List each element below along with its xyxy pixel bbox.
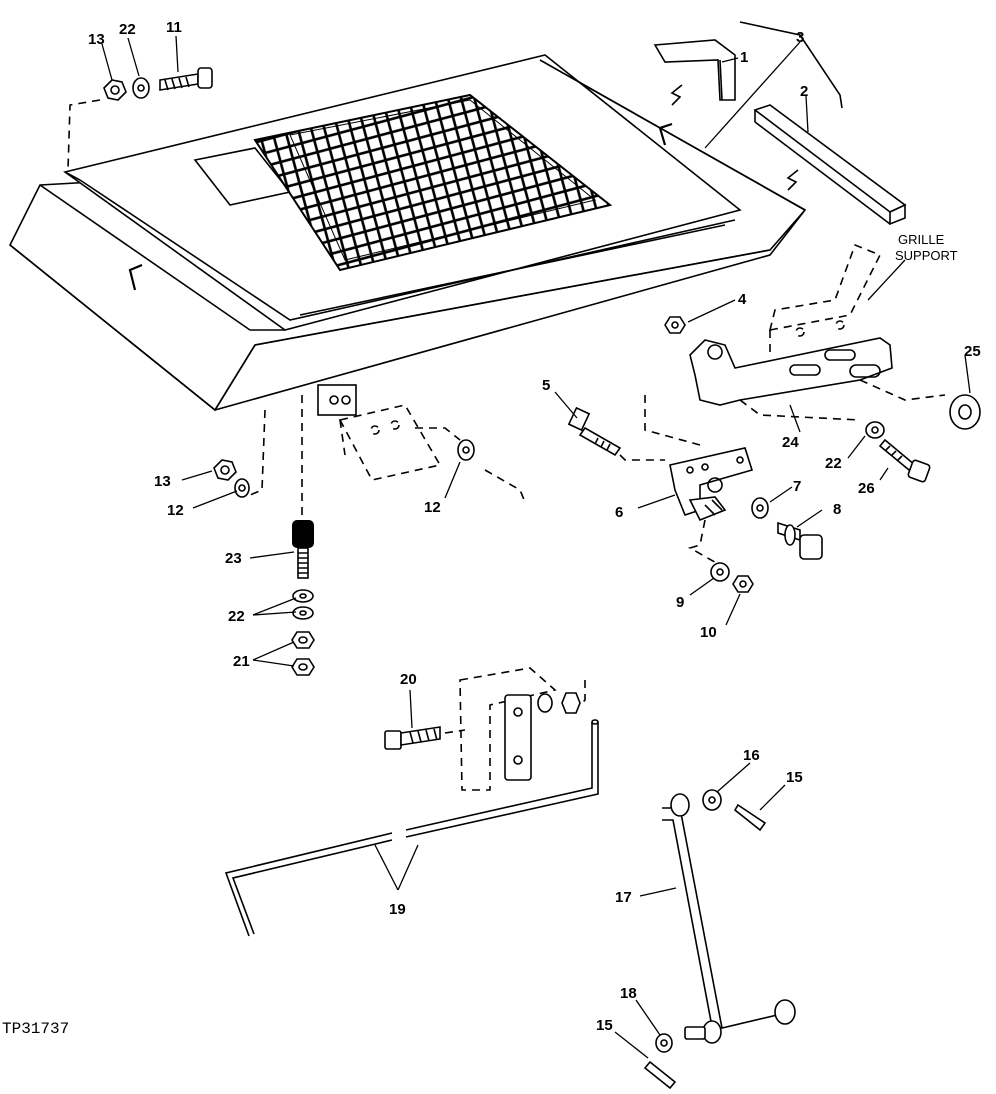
thumb-screw-23 xyxy=(292,520,314,579)
washer-12-left xyxy=(234,478,250,498)
grille-support-dashed xyxy=(768,243,882,355)
callout-9: 9 xyxy=(676,594,684,611)
washer-22-top xyxy=(132,77,150,99)
leader-lines xyxy=(101,35,971,1059)
callout-5: 5 xyxy=(542,377,550,394)
callout-12-left: 12 xyxy=(167,502,184,519)
callout-18: 18 xyxy=(620,985,637,1002)
washer-12-right xyxy=(457,439,475,461)
hinge-plate-dashed xyxy=(338,404,442,481)
callout-16: 16 xyxy=(743,747,760,764)
callout-2: 2 xyxy=(800,83,808,100)
cotter-pin-15-top xyxy=(733,803,767,832)
callout-22-left: 22 xyxy=(228,608,245,625)
callout-7: 7 xyxy=(793,478,801,495)
mesh-screen xyxy=(253,93,613,272)
nut-13-left xyxy=(213,459,237,481)
washer-25 xyxy=(949,394,981,430)
nut-4 xyxy=(664,316,686,334)
grille-support-24 xyxy=(689,337,893,406)
callout-19: 19 xyxy=(389,901,406,918)
grille-support-label-2: SUPPORT xyxy=(895,248,958,263)
seal-strip-2 xyxy=(753,104,907,226)
latch-bracket xyxy=(459,667,581,791)
bolt-20 xyxy=(384,726,441,750)
washer-16 xyxy=(702,789,722,811)
callout-25: 25 xyxy=(964,343,981,360)
rod-19 xyxy=(224,719,599,937)
callout-22-right: 22 xyxy=(825,455,842,472)
callout-21: 21 xyxy=(233,653,250,670)
callout-15-bottom: 15 xyxy=(596,1017,613,1034)
callout-20: 20 xyxy=(400,671,417,688)
callout-15-top: 15 xyxy=(786,769,803,786)
callout-10: 10 xyxy=(700,624,717,641)
washer-22-right xyxy=(865,421,885,439)
callout-24: 24 xyxy=(782,434,799,451)
grille-support-label-1: GRILLE xyxy=(898,232,945,247)
callout-13-left: 13 xyxy=(154,473,171,490)
bolt-26 xyxy=(878,438,931,483)
washer-7 xyxy=(751,497,769,519)
callout-3: 3 xyxy=(796,29,804,46)
nut-10 xyxy=(732,575,754,593)
bracket-6 xyxy=(669,447,754,522)
callout-17: 17 xyxy=(615,889,632,906)
callout-11: 11 xyxy=(166,19,182,36)
figure-id: TP31737 xyxy=(2,1020,69,1038)
seal-strip-1 xyxy=(653,39,736,101)
washer-18 xyxy=(655,1033,673,1053)
callout-1: 1 xyxy=(740,49,748,66)
callout-22-top: 22 xyxy=(119,21,136,38)
bolt-11 xyxy=(159,67,213,91)
callout-12-right: 12 xyxy=(424,499,441,516)
callout-4: 4 xyxy=(738,291,747,308)
bolt-5 xyxy=(567,406,622,457)
callout-labels: 13 22 11 1 3 2 GRILLE SUPPORT 4 25 5 24 … xyxy=(88,19,981,1034)
washer-9 xyxy=(710,562,730,582)
cotter-pin-15-bottom xyxy=(643,1060,677,1090)
hinge-bracket xyxy=(317,384,357,416)
nuts-21 xyxy=(291,631,315,676)
callout-13-top: 13 xyxy=(88,31,105,48)
callout-8: 8 xyxy=(833,501,841,518)
callout-26: 26 xyxy=(858,480,875,497)
callout-6: 6 xyxy=(615,504,623,521)
bolt-8 xyxy=(777,521,823,560)
nut-13-top xyxy=(103,79,127,101)
rod-17 xyxy=(662,793,796,1044)
washers-22 xyxy=(292,589,314,620)
callout-23: 23 xyxy=(225,550,242,567)
